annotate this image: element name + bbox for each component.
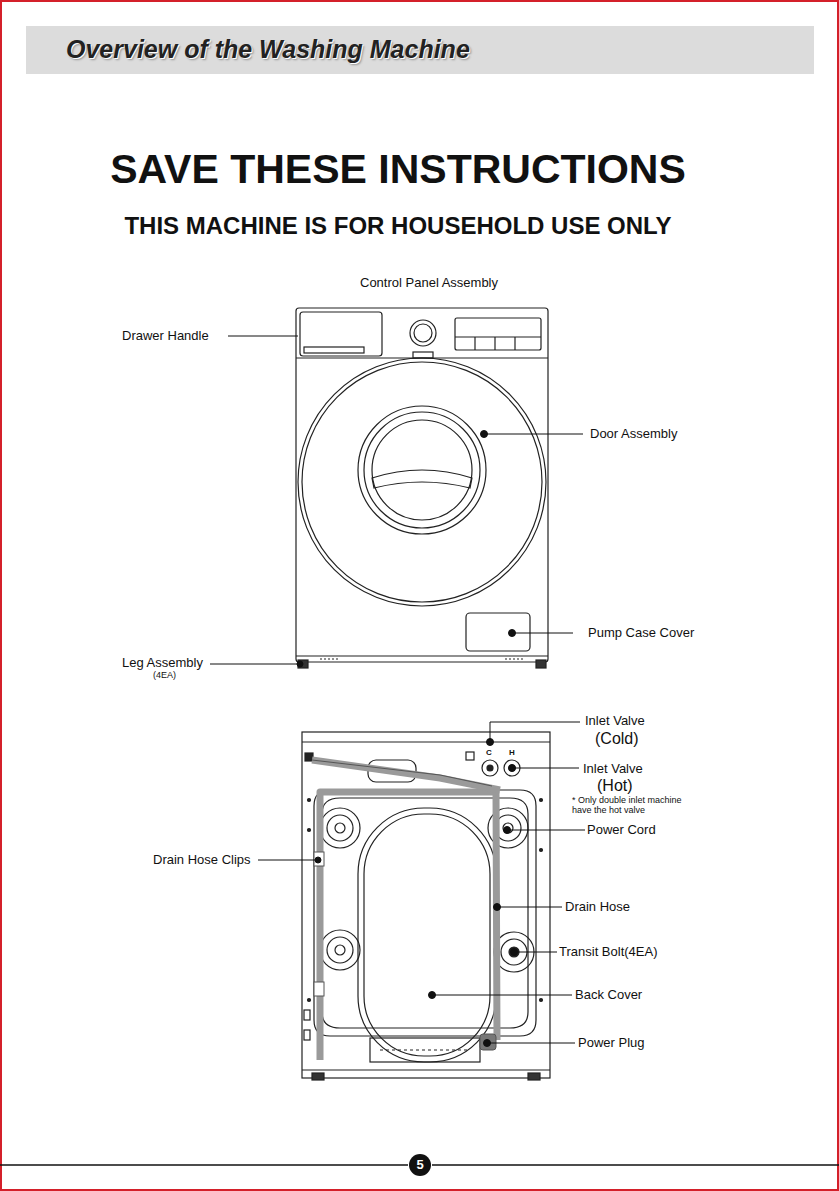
page-number-disc	[409, 1154, 431, 1176]
part-label: (Hot)	[597, 777, 633, 795]
part-label: Drain Hose	[565, 900, 630, 914]
part-label: Power Plug	[578, 1036, 644, 1050]
footer-rule	[432, 1164, 839, 1166]
part-label: Leg Assembly	[122, 656, 203, 670]
power-cord-drawing	[312, 760, 496, 1050]
part-label: Transit Bolt(4EA)	[559, 945, 658, 959]
notice-text: THIS MACHINE IS FOR HOUSEHOLD USE ONLY	[118, 213, 678, 239]
part-label: Inlet Valve	[583, 762, 643, 776]
back-view	[302, 732, 550, 1080]
part-label: Control Panel Assembly	[360, 276, 498, 290]
part-label: Drawer Handle	[122, 329, 209, 343]
front-view	[296, 308, 548, 668]
part-label: Pump Case Cover	[588, 626, 694, 640]
part-label: Back Cover	[575, 988, 642, 1002]
drain-hose-drawing	[312, 760, 500, 1060]
notice-heading: SAVE THESE INSTRUCTIONS	[110, 147, 686, 192]
part-label: Inlet Valve	[585, 714, 645, 728]
page-heading: Overview of the Washing Machine	[66, 36, 470, 64]
footer-rule	[0, 1164, 408, 1166]
part-label: Door Assembly	[590, 427, 677, 441]
header-band	[26, 26, 814, 74]
part-label: Drain Hose Clips	[153, 853, 251, 867]
footnote: * Only double inlet machine have the hot…	[572, 796, 697, 816]
valve-letter: H	[509, 749, 515, 758]
part-label: (Cold)	[595, 730, 639, 748]
page-number: 5	[416, 1158, 423, 1172]
part-label: Power Cord	[587, 823, 656, 837]
quantity-note: (4EA)	[153, 671, 176, 681]
valve-letter: C	[486, 749, 492, 758]
leader-lines	[210, 336, 585, 1047]
